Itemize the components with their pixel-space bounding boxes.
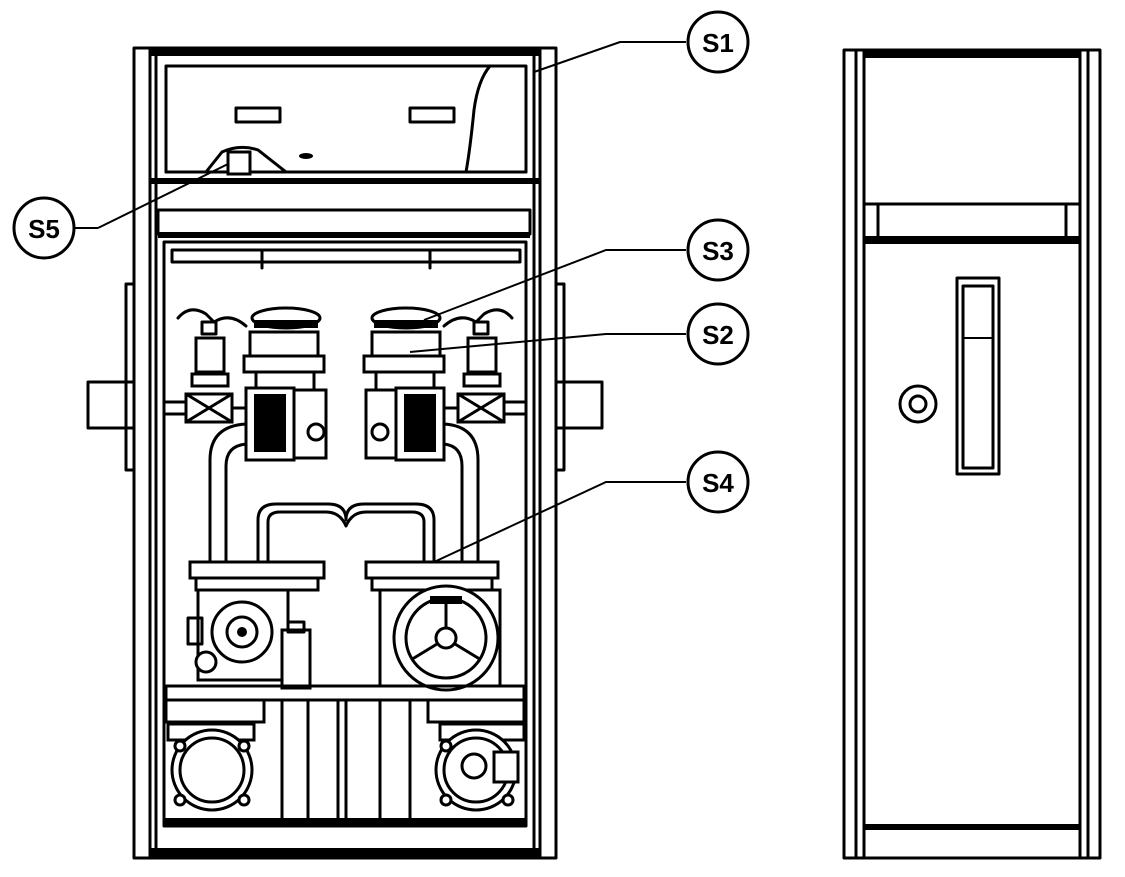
callout-s4-label: S4	[702, 468, 734, 498]
callout-s3: S3	[423, 218, 750, 321]
callout-s5-label: S5	[28, 214, 60, 244]
callout-s1: S1	[533, 10, 750, 74]
callout-s5: S5	[12, 163, 229, 260]
callout-s2-label: S2	[702, 320, 734, 350]
front-view-cabinet	[86, 46, 604, 860]
side-view-cabinet	[842, 48, 1102, 860]
callout-s3-label: S3	[702, 236, 734, 266]
callout-s4: S4	[433, 450, 750, 563]
callout-s2: S2	[409, 302, 750, 366]
callout-s1-label: S1	[702, 28, 734, 58]
